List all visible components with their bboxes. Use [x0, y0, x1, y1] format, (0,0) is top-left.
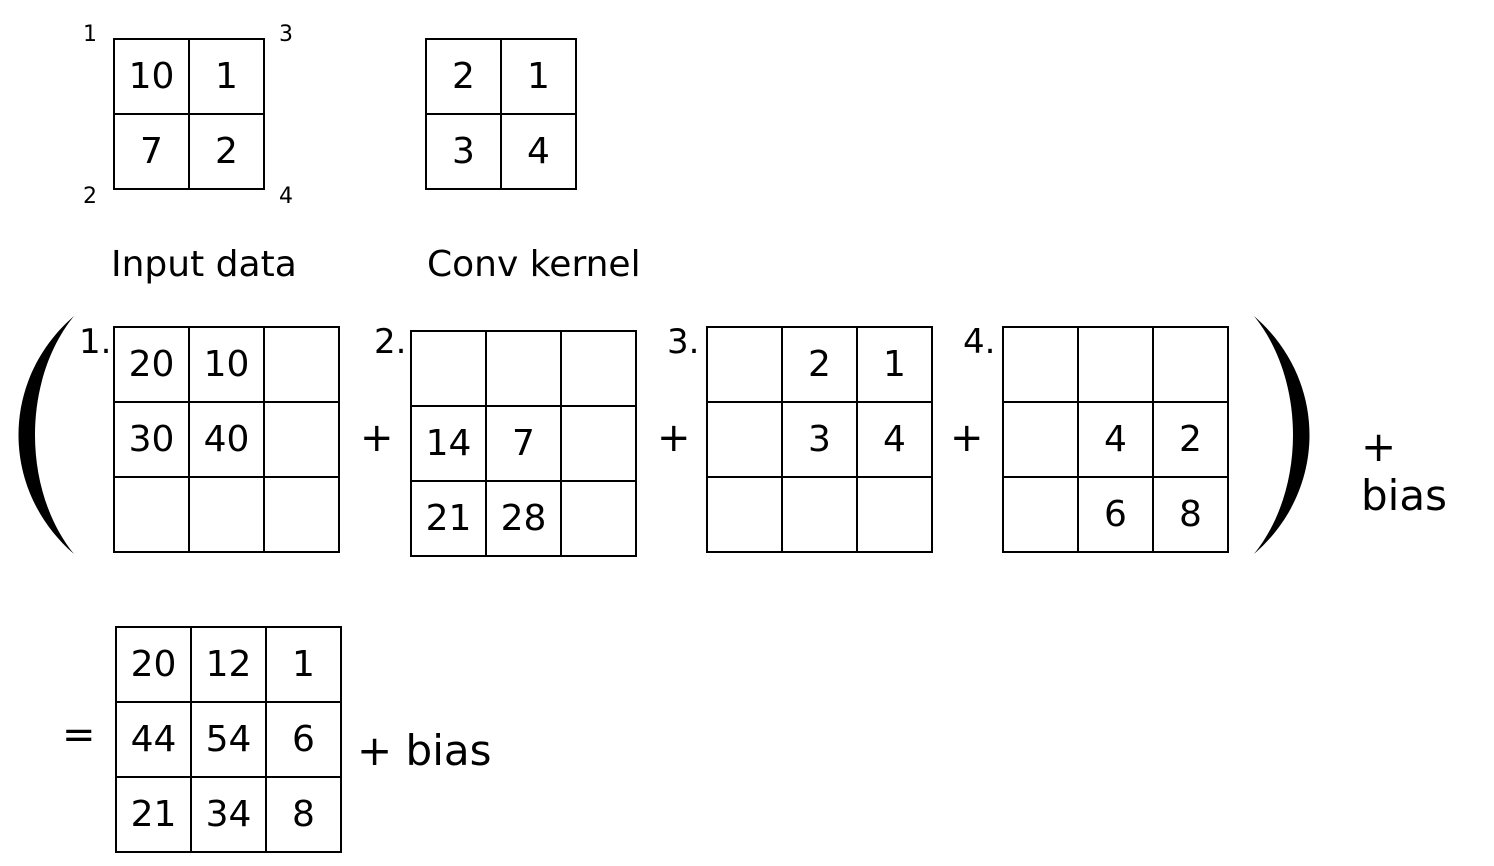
bias-term-bottom: + bias [357, 726, 492, 775]
step-cell [858, 478, 933, 553]
step-cell [1004, 328, 1079, 403]
step-cell: 1 [858, 328, 933, 403]
step-label-3: 3. [667, 322, 700, 362]
step-cell: 2 [783, 328, 858, 403]
step-cell [1004, 403, 1079, 478]
result-cell: 21 [117, 778, 192, 853]
kernel-cell: 3 [427, 115, 502, 190]
step-cell: 4 [1079, 403, 1154, 478]
step-cell [265, 403, 340, 478]
step-cell: 3 [783, 403, 858, 478]
result-cell: 54 [192, 703, 267, 778]
step-cell [708, 328, 783, 403]
input-data-grid: 10 1 7 2 [113, 38, 265, 190]
conv-kernel-grid: 2 1 3 4 [425, 38, 577, 190]
step-cell [265, 478, 340, 553]
step-label-1: 1. [79, 322, 112, 362]
step-cell [562, 332, 637, 407]
step-cell [708, 403, 783, 478]
step-cell [783, 478, 858, 553]
result-cell: 1 [267, 628, 342, 703]
left-parenthesis [18, 316, 74, 554]
input-cell: 7 [115, 115, 190, 190]
kernel-cell: 1 [502, 40, 577, 115]
step-cell [487, 332, 562, 407]
step-cell: 20 [115, 328, 190, 403]
corner-label-4: 4 [279, 184, 293, 209]
step-cell: 7 [487, 407, 562, 482]
step-cell: 21 [412, 482, 487, 557]
input-cell: 2 [190, 115, 265, 190]
step-cell: 30 [115, 403, 190, 478]
result-cell: 6 [267, 703, 342, 778]
result-cell: 12 [192, 628, 267, 703]
kernel-cell: 2 [427, 40, 502, 115]
input-cell: 1 [190, 40, 265, 115]
result-cell: 44 [117, 703, 192, 778]
equals-sign: = [62, 712, 96, 758]
step-cell [1079, 328, 1154, 403]
step-cell: 4 [858, 403, 933, 478]
step-cell: 2 [1154, 403, 1229, 478]
step-cell: 10 [190, 328, 265, 403]
step-cell: 6 [1079, 478, 1154, 553]
plus-sign-2: + [657, 415, 691, 461]
input-cell: 10 [115, 40, 190, 115]
corner-label-2: 2 [83, 184, 97, 209]
step-3-grid: 2 1 3 4 [706, 326, 933, 553]
step-1-grid: 20 10 30 40 [113, 326, 340, 553]
step-cell [115, 478, 190, 553]
bias-term-top: + bias [1361, 422, 1447, 520]
right-parenthesis [1254, 316, 1310, 554]
step-label-2: 2. [374, 322, 407, 362]
step-2-grid: 14 7 21 28 [410, 330, 637, 557]
step-cell [265, 328, 340, 403]
plus-sign-1: + [360, 415, 394, 461]
step-cell [1154, 328, 1229, 403]
plus-sign-3: + [950, 415, 984, 461]
step-cell: 14 [412, 407, 487, 482]
result-cell: 8 [267, 778, 342, 853]
step-cell [562, 407, 637, 482]
step-cell: 28 [487, 482, 562, 557]
result-cell: 34 [192, 778, 267, 853]
step-cell: 8 [1154, 478, 1229, 553]
step-cell [190, 478, 265, 553]
step-cell [1004, 478, 1079, 553]
step-cell [412, 332, 487, 407]
conv-kernel-caption: Conv kernel [427, 244, 641, 285]
step-4-grid: 4 2 6 8 [1002, 326, 1229, 553]
kernel-cell: 4 [502, 115, 577, 190]
result-grid: 20 12 1 44 54 6 21 34 8 [115, 626, 342, 853]
step-label-4: 4. [963, 322, 996, 362]
corner-label-3: 3 [279, 22, 293, 47]
result-cell: 20 [117, 628, 192, 703]
step-cell [562, 482, 637, 557]
input-data-caption: Input data [111, 244, 297, 285]
step-cell: 40 [190, 403, 265, 478]
step-cell [708, 478, 783, 553]
corner-label-1: 1 [83, 22, 97, 47]
